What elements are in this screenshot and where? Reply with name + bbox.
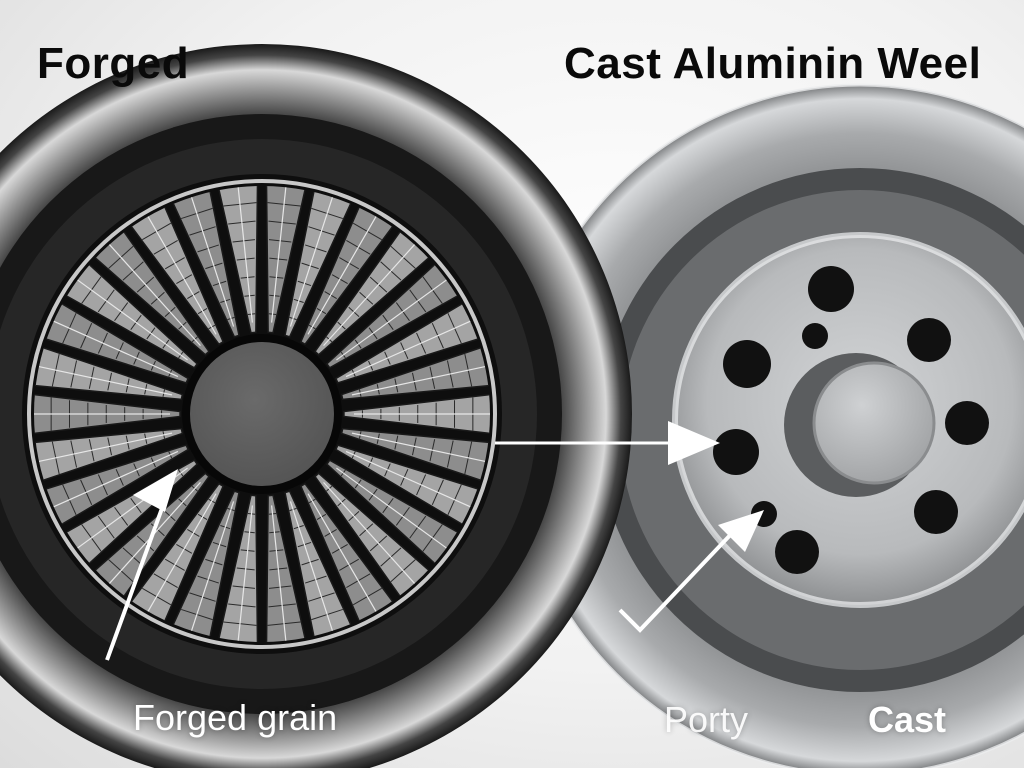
bolt-hole	[723, 340, 771, 388]
grain-highlight	[323, 481, 417, 586]
grain-highlight	[146, 493, 217, 614]
grain-highlight	[237, 505, 253, 642]
bolt-hole	[945, 401, 989, 445]
forged-wheel	[0, 44, 632, 768]
grain-highlight	[36, 365, 173, 396]
title-forged: Forged	[37, 39, 190, 88]
forged-center-hub	[190, 342, 334, 486]
bolt-hole	[775, 530, 819, 574]
bolt-hole	[914, 490, 958, 534]
grain-highlight	[75, 278, 188, 361]
grain-highlight	[271, 505, 287, 642]
bolt-hole	[808, 266, 854, 312]
arrow-forged-grain	[105, 469, 178, 661]
grain-highlight	[36, 432, 173, 463]
grain-highlight	[351, 365, 488, 396]
caption-cast: Cast	[868, 699, 947, 740]
grain-highlight	[336, 467, 449, 550]
grain-highlight	[289, 501, 334, 633]
cast-center-cap	[812, 361, 936, 485]
grain-highlight	[345, 450, 473, 509]
caption-porosity: Porty	[664, 699, 749, 740]
grain-highlight	[146, 214, 217, 335]
grain-highlight	[323, 242, 417, 347]
bolt-hole	[713, 429, 759, 475]
grain-highlight	[51, 450, 179, 509]
grain-highlight	[107, 242, 201, 347]
grain-highlight	[336, 278, 449, 361]
grain-highlight	[190, 501, 235, 633]
grain-highlight	[345, 319, 473, 378]
grain-highlight	[307, 493, 378, 614]
grain-highlight	[51, 319, 179, 378]
grain-highlight	[271, 186, 287, 323]
annotation-arrows	[105, 421, 764, 661]
bolt-hole	[907, 318, 951, 362]
arrow-porosity	[618, 510, 764, 633]
grain-highlight	[190, 195, 235, 327]
grain-highlight	[351, 432, 488, 463]
arrow-grain-to-hole	[495, 421, 720, 465]
title-cast-aluminum-wheel: Cast Aluminin Weel	[564, 39, 982, 88]
bolt-hole-small	[802, 323, 828, 349]
grain-highlight	[307, 214, 378, 335]
caption-forged-grain: Forged grain	[133, 697, 338, 738]
grain-highlight	[237, 186, 253, 323]
grain-highlight	[289, 195, 334, 327]
